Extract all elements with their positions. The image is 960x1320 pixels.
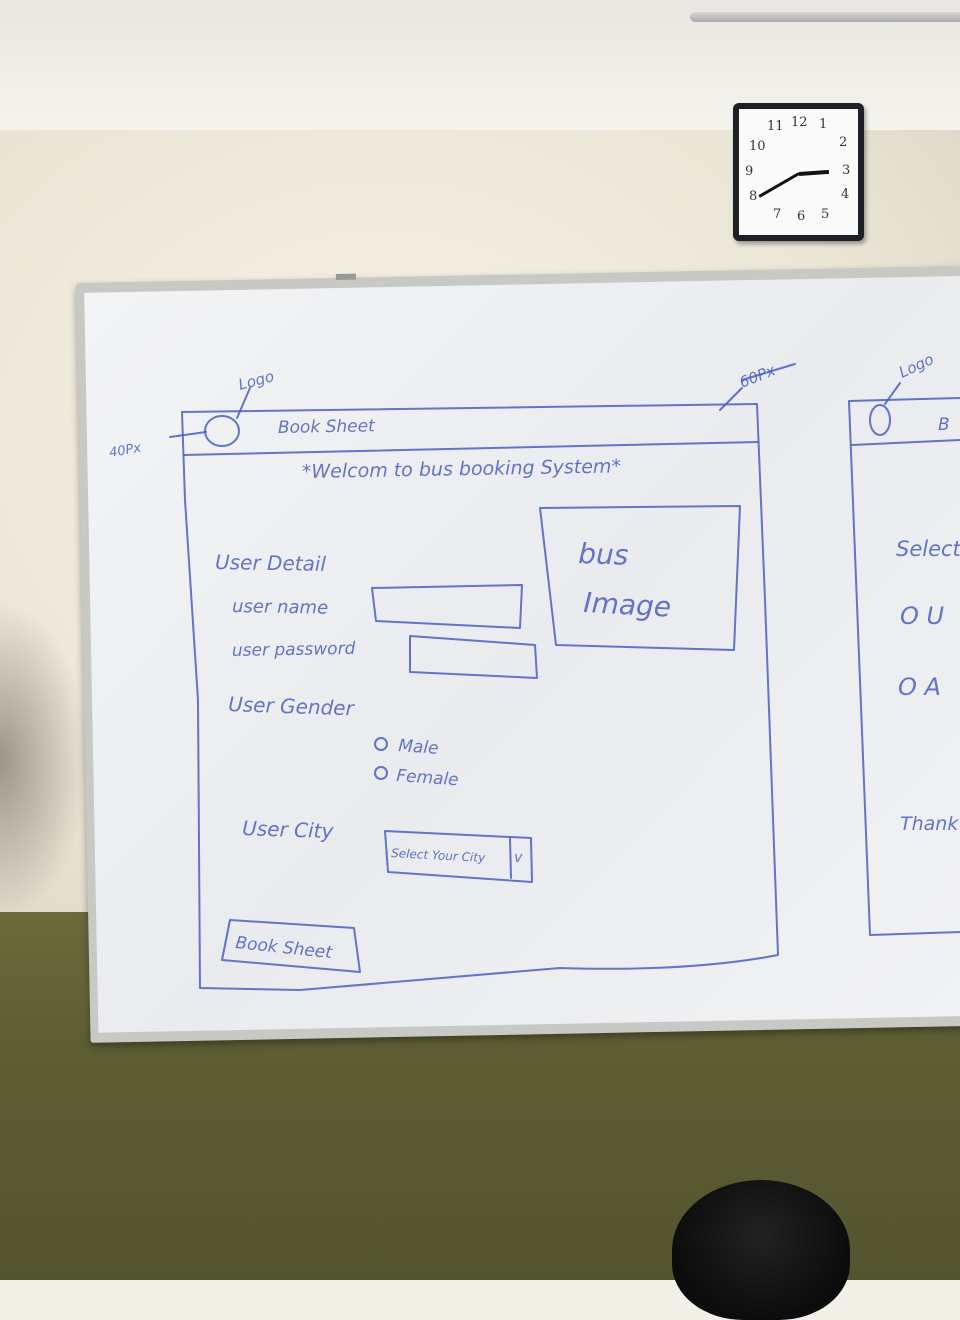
sketch2-footer-fragment: Thank (900, 813, 959, 835)
sketch-submit-label: Book Sheet (234, 933, 334, 963)
sketch-gender-label: User Gender (228, 692, 356, 720)
sketch-header-divider (183, 441, 759, 456)
sketch-header-title: Book Sheet (278, 416, 377, 438)
logo-size-annotation: 40Px (108, 441, 142, 461)
clock-numeral: 7 (773, 207, 782, 222)
clock-numeral: 12 (791, 115, 808, 130)
header-height-pointer (719, 387, 743, 411)
logo-size-pointer (169, 431, 207, 438)
clock-numeral: 6 (797, 209, 806, 224)
clock-numeral: 1 (819, 117, 828, 132)
sketch-image-label-2: Image (583, 586, 672, 624)
sketch-city-select (384, 830, 533, 883)
sketch-password-label: user password (232, 639, 356, 661)
sketch2-logo-pointer (884, 382, 901, 405)
logo-annotation: Logo (236, 367, 276, 394)
sketch-radio-male (374, 737, 388, 751)
sketch-username-label: user name (232, 596, 328, 619)
clock-numeral: 11 (767, 119, 784, 134)
sketch-logo-circle (204, 415, 240, 447)
wireframe-sketch: Logo 40Px 60Px Book Sheet *Welcom to bus… (108, 350, 960, 991)
clock-numeral: 5 (821, 207, 830, 222)
logo-pointer-line (236, 387, 251, 419)
clock-numeral: 9 (745, 164, 754, 179)
clock-numeral: 8 (749, 189, 758, 204)
sketch2-option1-fragment: O U (900, 602, 945, 630)
sketch2-logo-circle (869, 404, 891, 436)
sketch2-select-fragment: Select (896, 537, 960, 561)
clock-numeral: 3 (842, 163, 851, 178)
ceiling-light (690, 12, 960, 22)
clock-numeral: 2 (839, 135, 848, 150)
person-head (672, 1180, 850, 1320)
sketch2-header-fragment: B (938, 415, 950, 435)
wall-clock: 12 1 2 3 4 5 6 7 8 9 10 11 (733, 103, 864, 241)
sketch2-option2-fragment: O A (898, 673, 941, 701)
sketch-city-select-text: Select Your City (391, 846, 487, 865)
clock-numeral: 10 (749, 139, 766, 154)
sketch-image-box (539, 505, 741, 651)
header-height-underline (741, 363, 796, 381)
sketch-submit-button (221, 919, 361, 973)
clock-numeral: 4 (841, 187, 850, 202)
sketch-password-input (409, 635, 538, 679)
sketch2-logo-annotation: Logo (896, 350, 936, 382)
sketch-select-divider (509, 837, 512, 879)
sketch-image-label-1: bus (578, 537, 629, 572)
wall-shadow (0, 600, 90, 920)
sketch-page-outline (181, 403, 779, 991)
sketch-username-input (371, 584, 523, 629)
sketch-gender-option-male: Male (398, 736, 440, 759)
sketch-radio-female (374, 766, 388, 780)
sketch-gender-option-female: Female (396, 766, 460, 790)
sketch2-header-divider (851, 439, 960, 446)
sketch-section-label: User Detail (215, 550, 327, 576)
sketch2-page-outline (848, 397, 960, 936)
sketch-city-select-arrow: v (514, 850, 523, 866)
sketch-welcome-text: *Welcom to bus booking System* (302, 455, 621, 483)
header-height-annotation: 60Px (737, 361, 778, 392)
sketch-city-label: User City (242, 816, 335, 843)
